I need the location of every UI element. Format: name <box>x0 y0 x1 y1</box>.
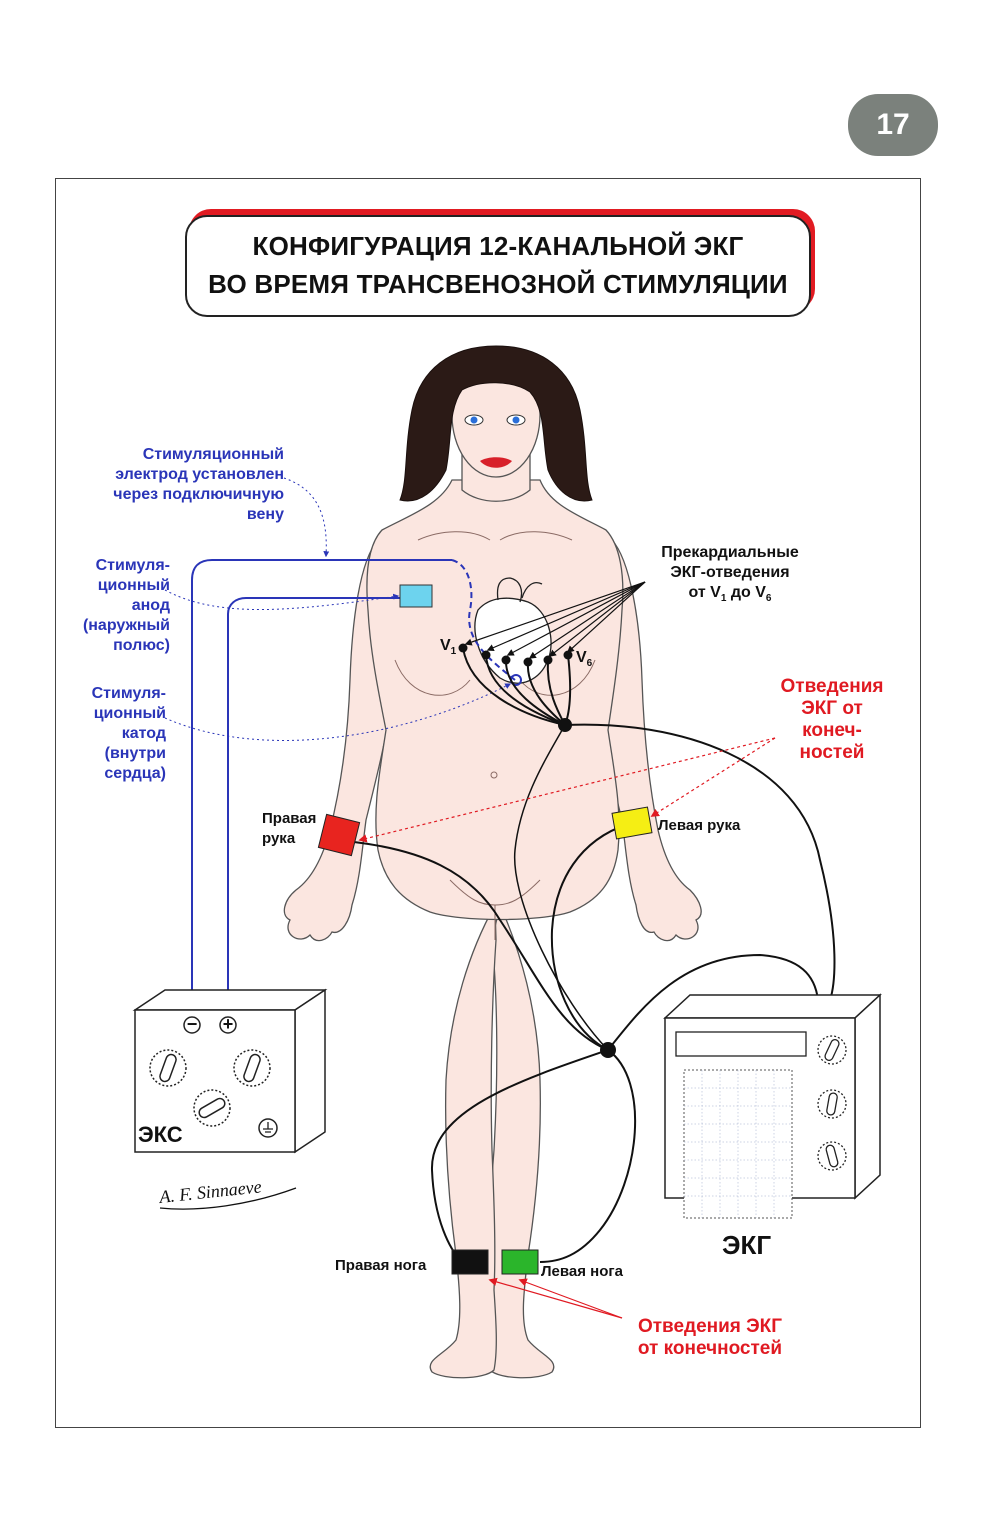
junction-top <box>558 718 572 732</box>
junction-bottom <box>600 1042 616 1058</box>
ecg-screen <box>675 1031 807 1057</box>
title-box: КОНФИГУРАЦИЯ 12-КАНАЛЬНОЙ ЭКГ ВО ВРЕМЯ Т… <box>185 215 811 317</box>
label-v6: V6 <box>576 649 593 670</box>
navel <box>490 771 498 779</box>
plus-sign: + <box>222 1014 234 1034</box>
pacemaker-dial-2-icon <box>233 1049 271 1087</box>
label-right-leg: Правая нога <box>335 1257 427 1274</box>
left-arm-band <box>611 806 653 840</box>
label-v1: V1 <box>440 637 457 658</box>
plus-terminal <box>219 1016 237 1034</box>
label-electrode: Стимуляционный электрод установлен через… <box>113 446 284 523</box>
right-arm-band <box>317 813 361 857</box>
page-frame <box>55 178 921 1428</box>
cable-trunk-lower <box>513 724 609 1051</box>
cable-right-leg <box>430 1049 609 1263</box>
anode-pad <box>399 584 433 608</box>
ground-icon <box>258 1118 278 1138</box>
pacing-lead-cathode <box>191 559 452 1012</box>
ecg-machine <box>663 993 882 1219</box>
title-line-1: КОНФИГУРАЦИЯ 12-КАНАЛЬНОЙ ЭКГ <box>252 231 744 261</box>
cable-right-arm <box>353 841 609 1051</box>
pacemaker-dial-3-icon <box>193 1089 231 1127</box>
left-leg-band <box>501 1249 539 1275</box>
cable-trunk-top <box>564 723 836 1001</box>
minus-sign: − <box>186 1014 198 1034</box>
label-anode: Стимуля- ционный анод (наружный полюс) <box>82 557 170 654</box>
label-left-arm: Левая рука <box>658 817 741 834</box>
signature-underline <box>159 1187 297 1210</box>
right-leg-band <box>451 1249 489 1275</box>
cable-left-arm <box>550 823 629 1051</box>
ecg-dial-1-icon <box>817 1035 847 1065</box>
hair <box>399 345 593 502</box>
page-number: 17 <box>848 94 938 156</box>
torso <box>366 479 624 921</box>
label-precordial: Прекардиальные ЭКГ-отведения от V1 до V6 <box>661 544 799 605</box>
label-cathode: Стимуля- ционный катод (внутри сердца) <box>91 685 166 782</box>
minus-terminal <box>183 1016 201 1034</box>
pacemaker-dial-1-icon <box>149 1049 187 1087</box>
ecg-dial-2-icon <box>817 1089 847 1119</box>
title-line-2: ВО ВРЕМЯ ТРАНСВЕНОЗНОЙ СТИМУЛЯЦИИ <box>208 269 788 299</box>
label-right-arm: Правая рука <box>262 810 317 847</box>
cable-to-ecg <box>607 953 819 1051</box>
label-ecg: ЭКГ <box>722 1230 772 1260</box>
label-limb-leads-bottom: Отведения ЭКГ от конечностей <box>637 1316 783 1359</box>
pacemaker-device <box>132 988 328 1154</box>
label-pacemaker: ЭКС <box>138 1122 183 1147</box>
label-limb-leads-top: Отведения ЭКГ от конеч- ностей <box>780 676 884 763</box>
left-leg <box>486 902 555 1379</box>
lips <box>480 457 512 468</box>
body-figure <box>283 352 702 1379</box>
cable-left-leg <box>539 1049 637 1263</box>
ecg-dial-3-icon <box>817 1141 847 1171</box>
pacing-lead-anode <box>227 597 400 1012</box>
right-leg <box>429 902 497 1379</box>
label-left-leg: Левая нога <box>541 1263 623 1280</box>
